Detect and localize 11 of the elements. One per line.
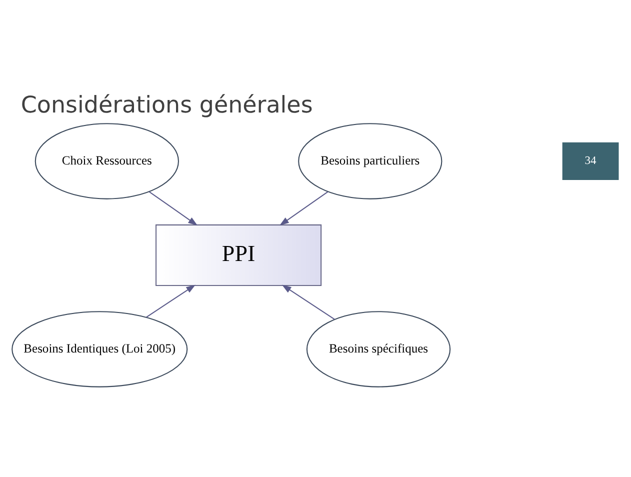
node-box: PPI — [156, 224, 322, 286]
arrow — [282, 284, 336, 320]
node-ellipse: Besoins particuliers — [298, 123, 442, 200]
arrow — [146, 284, 196, 318]
diagram-title: Considérations générales — [20, 92, 313, 119]
node-ellipse: Besoins spécifiques — [306, 311, 451, 388]
arrow — [149, 191, 198, 226]
label: 34 — [584, 155, 596, 168]
arrow — [280, 191, 328, 226]
node-ellipse: Choix Ressources — [34, 123, 179, 200]
node-ellipse: Besoins Identiques (Loi 2005) — [12, 311, 188, 388]
